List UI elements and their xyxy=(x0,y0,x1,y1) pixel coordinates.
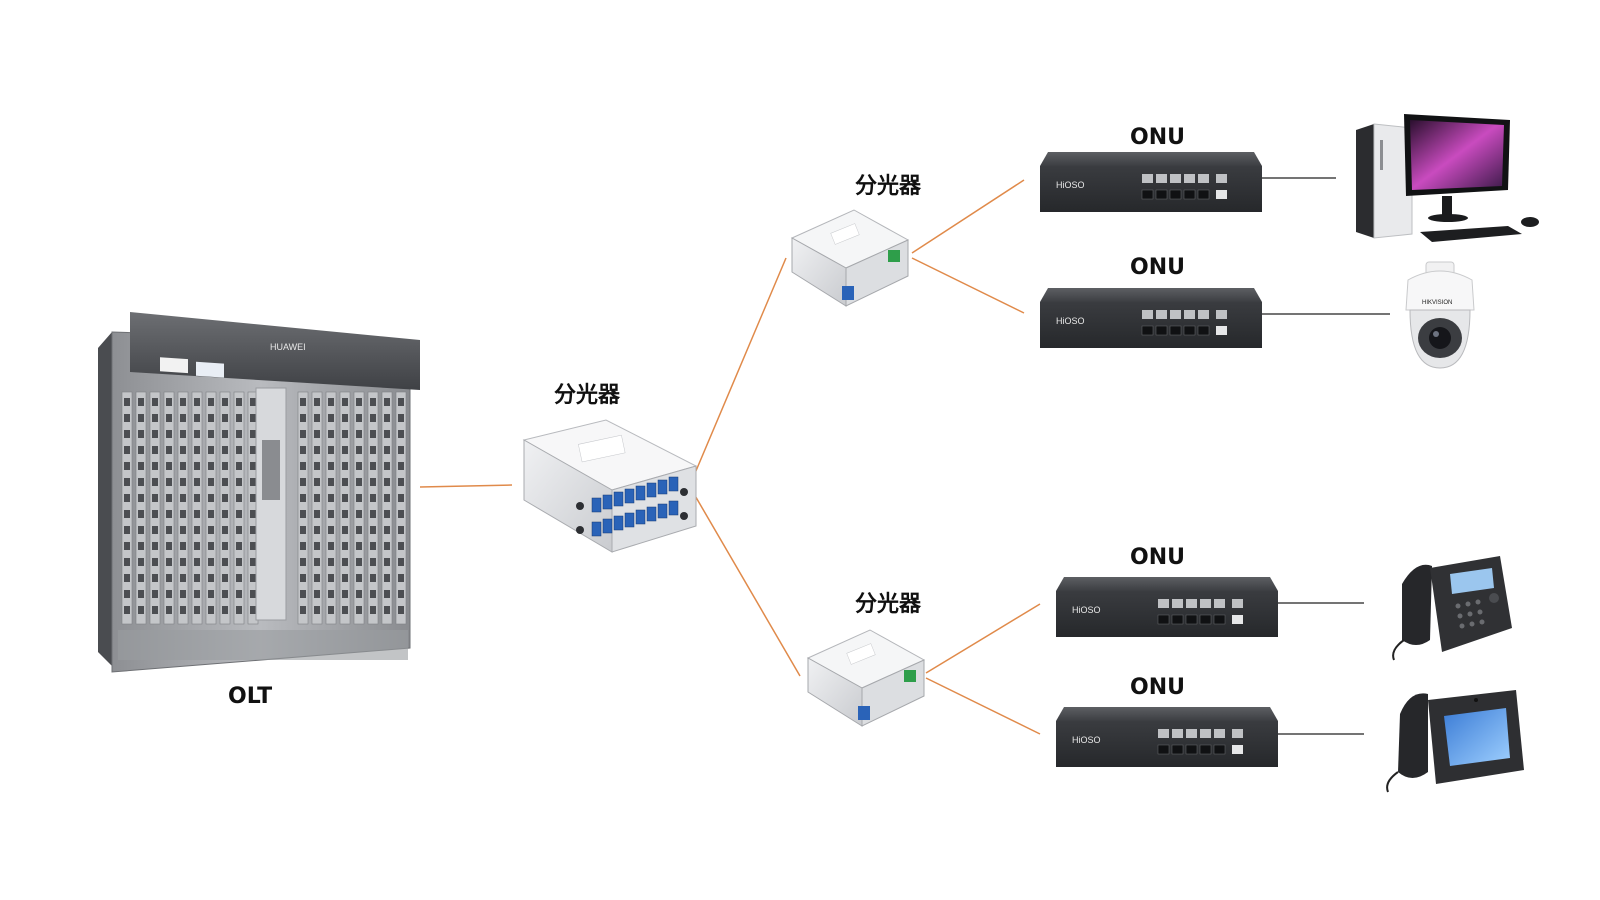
fiber-links xyxy=(419,179,1041,735)
onu-device-3: HiOSO xyxy=(1056,577,1278,637)
desktop-pc-icon xyxy=(1356,114,1539,242)
onu-group: HiOSO HiOSO HiOSO HiOSO xyxy=(1040,152,1278,767)
main-splitter-label: 分光器 xyxy=(554,383,621,408)
ip-phone-icon xyxy=(1392,556,1512,661)
fiber-bottom-splitter-to-onu-3 xyxy=(925,603,1041,674)
bottom-splitter-device xyxy=(806,629,926,727)
onu-device-2: HiOSO xyxy=(1040,288,1262,348)
dome-camera-icon: HIKVISION xyxy=(1405,261,1475,369)
onu-brand-text: HiOSO xyxy=(1056,316,1085,326)
video-phone-icon xyxy=(1386,690,1524,793)
olt-card-slots xyxy=(121,391,407,625)
fiber-main-to-top-splitter xyxy=(689,257,787,486)
olt-brand-text: HUAWEI xyxy=(270,342,306,352)
onu-brand-text: HiOSO xyxy=(1072,605,1101,615)
onu-brand-text: HiOSO xyxy=(1056,180,1085,190)
top-splitter-label: 分光器 xyxy=(855,174,922,199)
top-splitter-device xyxy=(790,209,910,307)
onu-4-label: ONU xyxy=(1130,675,1185,700)
olt-device: HUAWEI xyxy=(98,312,420,673)
main-splitter-ports xyxy=(576,476,688,537)
fiber-bottom-splitter-to-onu-4 xyxy=(925,677,1041,735)
fiber-olt-to-main-splitter xyxy=(419,484,513,488)
onu-3-label: ONU xyxy=(1130,545,1185,570)
olt-label: OLT xyxy=(228,684,272,709)
onu-2-label: ONU xyxy=(1130,255,1185,280)
onu-1-label: ONU xyxy=(1130,125,1185,150)
fiber-top-splitter-to-onu-1 xyxy=(911,179,1025,254)
ethernet-links xyxy=(1262,177,1390,735)
onu-device-1: HiOSO xyxy=(1040,152,1262,212)
fiber-main-to-bottom-splitter xyxy=(689,486,801,677)
onu-brand-text: HiOSO xyxy=(1072,735,1101,745)
fiber-top-splitter-to-onu-2 xyxy=(911,257,1025,314)
bottom-splitter-label: 分光器 xyxy=(855,592,922,617)
main-splitter-device xyxy=(522,419,698,553)
camera-brand-text: HIKVISION xyxy=(1422,300,1452,306)
onu-device-4: HiOSO xyxy=(1056,707,1278,767)
